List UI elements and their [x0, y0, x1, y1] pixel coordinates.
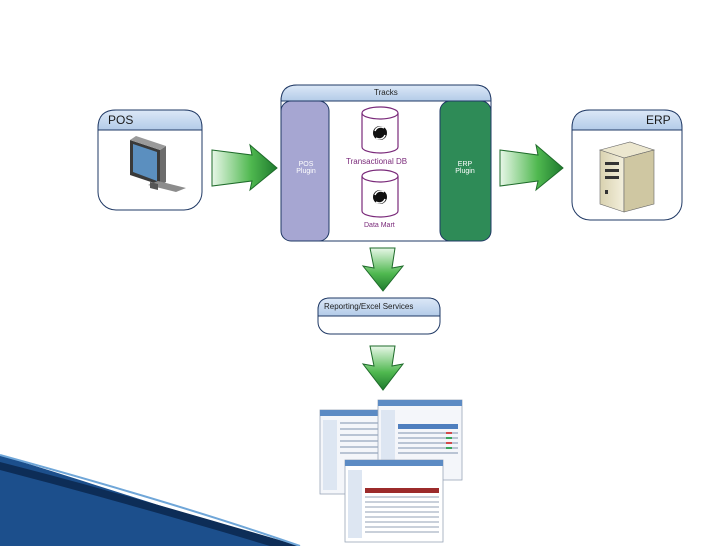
arrow-tracks-to-erp [499, 143, 564, 192]
transactional-db-cylinder [361, 106, 399, 154]
pos-title: POS [108, 113, 134, 127]
monitor-icon [130, 136, 186, 192]
tracks-title: Tracks [374, 88, 398, 97]
tracks-box [280, 84, 492, 242]
server-icon [598, 141, 656, 213]
decorative-swoosh [0, 454, 301, 546]
report-screenshots-icon [319, 399, 463, 543]
erp-title: ERP [646, 113, 671, 127]
reporting-title: Reporting/Excel Services [324, 302, 414, 311]
pos-plugin-label: POS Plugin [296, 161, 316, 175]
arrow-tracks-to-reporting [361, 247, 405, 292]
data-mart-cylinder [361, 169, 399, 218]
transactional-db-label: Transactional DB [346, 157, 408, 166]
pos-plugin-panel [280, 100, 330, 242]
erp-plugin-panel [439, 100, 492, 242]
arrow-reporting-to-reports [361, 345, 405, 391]
erp-plugin-label: ERP Plugin [455, 161, 475, 175]
arrow-pos-to-tracks [211, 143, 278, 192]
data-mart-label: Data Mart [364, 222, 395, 229]
reporting-box [317, 297, 441, 335]
